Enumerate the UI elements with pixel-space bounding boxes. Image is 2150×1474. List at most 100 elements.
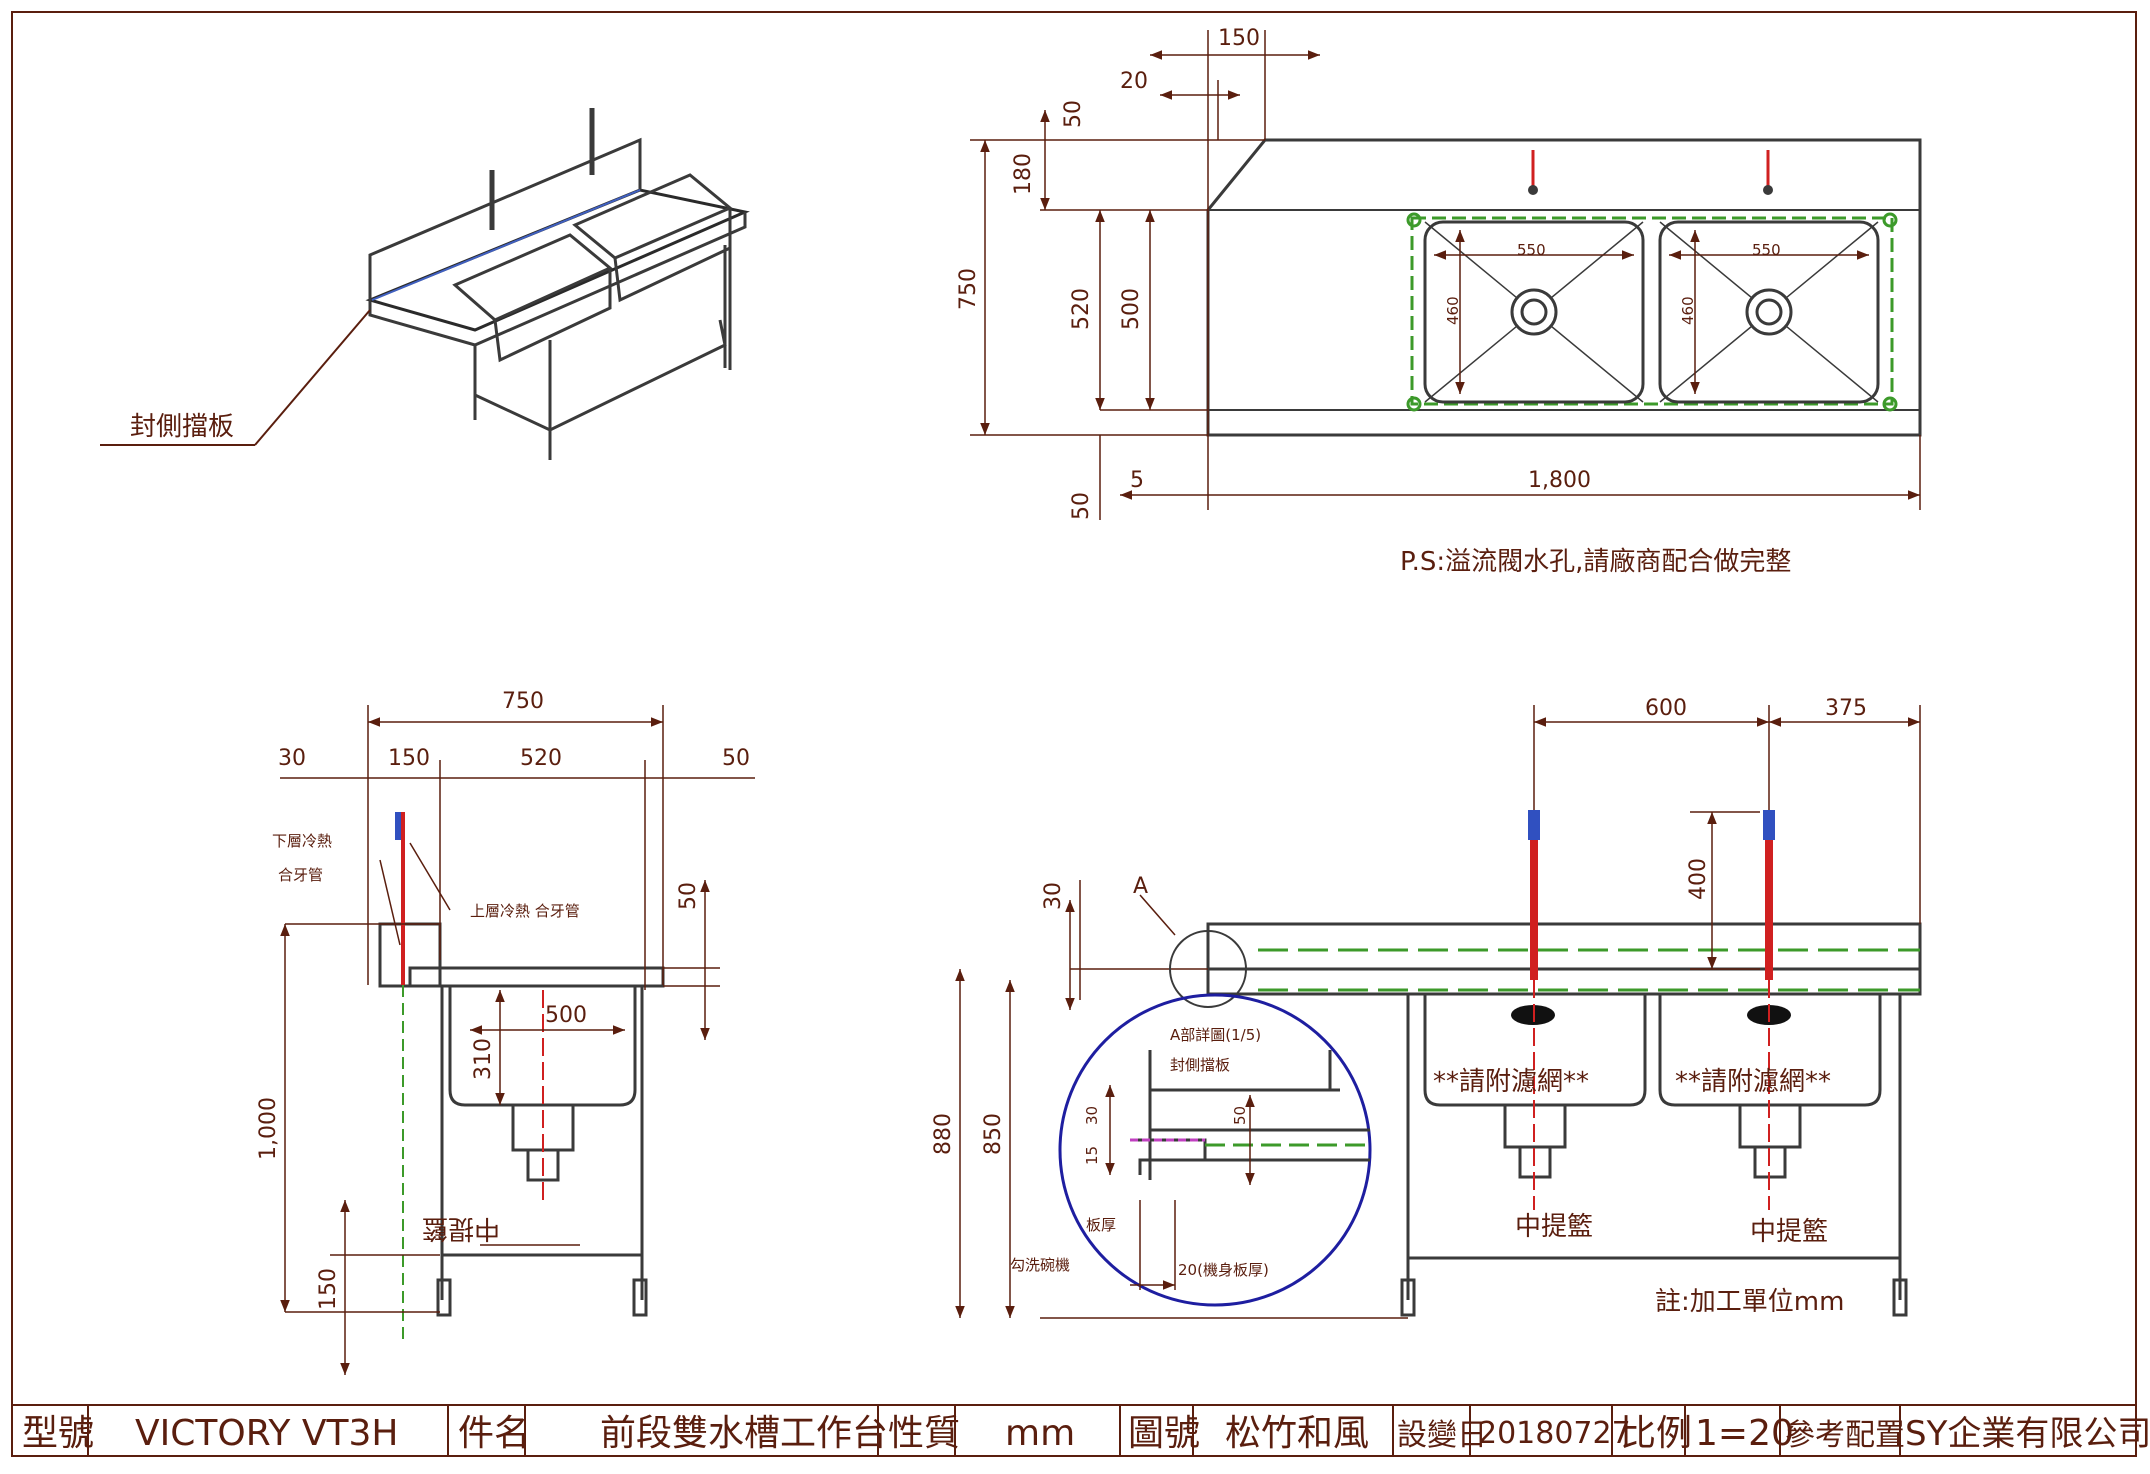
detail-circle xyxy=(1058,993,1372,1307)
title-ref-label: 參考配置 xyxy=(1785,1418,1905,1453)
top-dim-50-bottom: 50 xyxy=(1069,492,1094,520)
iso-edge-highlight xyxy=(371,189,641,301)
detail-body-thickness: 20(機身板厚) xyxy=(1178,1261,1269,1279)
side-dim-150-leg: 150 xyxy=(316,1268,341,1310)
side-dim-1000: 1,000 xyxy=(256,1097,281,1160)
top-bowl2-h: 460 xyxy=(1679,296,1697,325)
front-faucet-left xyxy=(1530,810,1538,980)
title-drawing-value: 松竹和風 xyxy=(1225,1413,1369,1454)
side-lower-pipe-label-2: 合牙管 xyxy=(278,866,323,884)
side-dim-500: 500 xyxy=(545,1003,587,1028)
front-dim-400: 400 xyxy=(1686,858,1711,900)
detail-dim-50: 50 xyxy=(1231,1106,1249,1125)
detail-a: A部詳圖(1/5) 封側擋板 30 15 50 板厚 勾洗碗機 20(機身板厚) xyxy=(1010,993,1372,1307)
top-dim-500: 500 xyxy=(1119,288,1144,330)
detail-lip xyxy=(1130,1138,1207,1175)
top-drain-left-inner xyxy=(1520,298,1548,326)
front-dim-880: 880 xyxy=(931,1113,956,1155)
title-block-frame xyxy=(11,1404,2137,1457)
side-dim-150: 150 xyxy=(388,746,430,771)
detail-dim-15: 15 xyxy=(1083,1146,1101,1165)
front-detail-callout-circle xyxy=(1169,930,1247,1008)
iso-sink-right-bowl xyxy=(613,208,732,303)
front-foot-right xyxy=(1892,1278,1908,1317)
isometric-view xyxy=(365,108,750,460)
top-faucet-right-base xyxy=(1763,185,1773,195)
iso-backsplash xyxy=(368,137,642,300)
detail-side-panel: 封側擋板 xyxy=(1170,1056,1230,1074)
side-dim-50: 50 xyxy=(722,746,750,771)
top-bowl2-w: 550 xyxy=(1752,241,1781,259)
title-scale-label: 比例 xyxy=(1620,1413,1692,1454)
top-green-perimeter xyxy=(1410,216,1894,406)
side-dim-30: 30 xyxy=(278,746,306,771)
side-view: 750 30 150 520 50 50 500 310 1,000 150 下… xyxy=(256,689,755,1375)
side-lower-pipe-label-1: 下層冷熱 xyxy=(272,832,332,850)
front-backsplash xyxy=(1206,922,1922,971)
top-dim-750: 750 xyxy=(956,268,981,310)
title-block: 型號 VICTORY VT3H 件名 前段雙水槽工作台 性質 mm 圖號 松竹和… xyxy=(11,1404,2150,1457)
front-basket-label-1: 中提籃 xyxy=(1515,1212,1593,1242)
side-dim-50-vert: 50 xyxy=(676,882,701,910)
top-drain-left xyxy=(1510,288,1558,336)
front-faucet-right xyxy=(1765,810,1773,980)
top-dim-150: 150 xyxy=(1218,26,1260,51)
front-faucet-left-cap xyxy=(1528,810,1540,840)
top-dim-20: 20 xyxy=(1120,69,1148,94)
front-filter-label-2: **請附濾網** xyxy=(1675,1067,1831,1097)
title-date-value: 20180727 xyxy=(1478,1416,1631,1451)
side-dim-310: 310 xyxy=(471,1038,496,1080)
side-basket-label: 中提籃 xyxy=(422,1213,500,1243)
title-date-label: 設變日 xyxy=(1397,1418,1487,1453)
top-dim-50-top: 50 xyxy=(1061,100,1086,128)
top-bowl-right xyxy=(1658,220,1880,404)
iso-leader-line xyxy=(254,309,371,446)
front-dim-600: 600 xyxy=(1645,696,1687,721)
title-part-label: 件名 xyxy=(458,1413,530,1454)
iso-side-panel-label: 封側擋板 xyxy=(130,412,234,442)
detail-reference: 勾洗碗機 xyxy=(1010,1256,1070,1274)
front-dim-30: 30 xyxy=(1041,882,1066,910)
top-drain-right xyxy=(1745,288,1793,336)
title-material-value: mm xyxy=(1005,1413,1075,1454)
front-dim-375: 375 xyxy=(1825,696,1867,721)
front-detail-callout: A xyxy=(1133,874,1148,899)
title-material-label: 性質 xyxy=(888,1413,960,1454)
top-corner-1 xyxy=(1406,212,1422,228)
side-foot-left xyxy=(436,1278,452,1317)
front-unit-note: 註:加工單位mm xyxy=(1655,1287,1844,1317)
top-bowl-left xyxy=(1423,220,1645,404)
top-dim-1800: 1,800 xyxy=(1528,468,1591,493)
top-corner-2 xyxy=(1406,396,1422,412)
front-worktop xyxy=(1206,967,1922,996)
front-foot-left xyxy=(1400,1278,1416,1317)
title-company: SY企業有限公司 xyxy=(1905,1414,2150,1454)
top-faucet-left-base xyxy=(1528,185,1538,195)
iso-undershelf xyxy=(474,319,727,432)
front-view: A 600 375 400 30 880 850 **請附濾網** **請附濾網… xyxy=(931,696,1922,1319)
iso-sink-right xyxy=(572,173,733,260)
side-dim-520: 520 xyxy=(520,746,562,771)
top-view: 150 20 50 180 750 520 500 50 5 1,800 550… xyxy=(956,26,1922,577)
top-note: P.S:溢流閥水孔,請廠商配合做完整 xyxy=(1400,547,1791,577)
detail-title: A部詳圖(1/5) xyxy=(1170,1026,1261,1044)
top-bowl1-w: 550 xyxy=(1517,241,1546,259)
top-dim-520: 520 xyxy=(1069,288,1094,330)
title-drawing-label: 圖號 xyxy=(1128,1413,1200,1454)
iso-sink-left-bowl xyxy=(493,268,612,363)
side-worktop xyxy=(408,966,665,988)
top-corner-3 xyxy=(1882,212,1898,228)
top-dim-5: 5 xyxy=(1130,468,1144,493)
title-scale-value: 1=20 xyxy=(1695,1413,1794,1454)
title-model-value: VICTORY VT3H xyxy=(135,1413,398,1454)
front-dim-850: 850 xyxy=(981,1113,1006,1155)
iso-sink-left xyxy=(452,233,613,322)
side-dim-750: 750 xyxy=(502,689,544,714)
side-upper-pipe-label: 上層冷熱 合牙管 xyxy=(470,902,580,920)
title-part-value: 前段雙水槽工作台 xyxy=(600,1413,888,1454)
detail-thickness: 板厚 xyxy=(1086,1216,1116,1234)
top-drain-right-inner xyxy=(1755,298,1783,326)
top-corner-4 xyxy=(1882,396,1898,412)
